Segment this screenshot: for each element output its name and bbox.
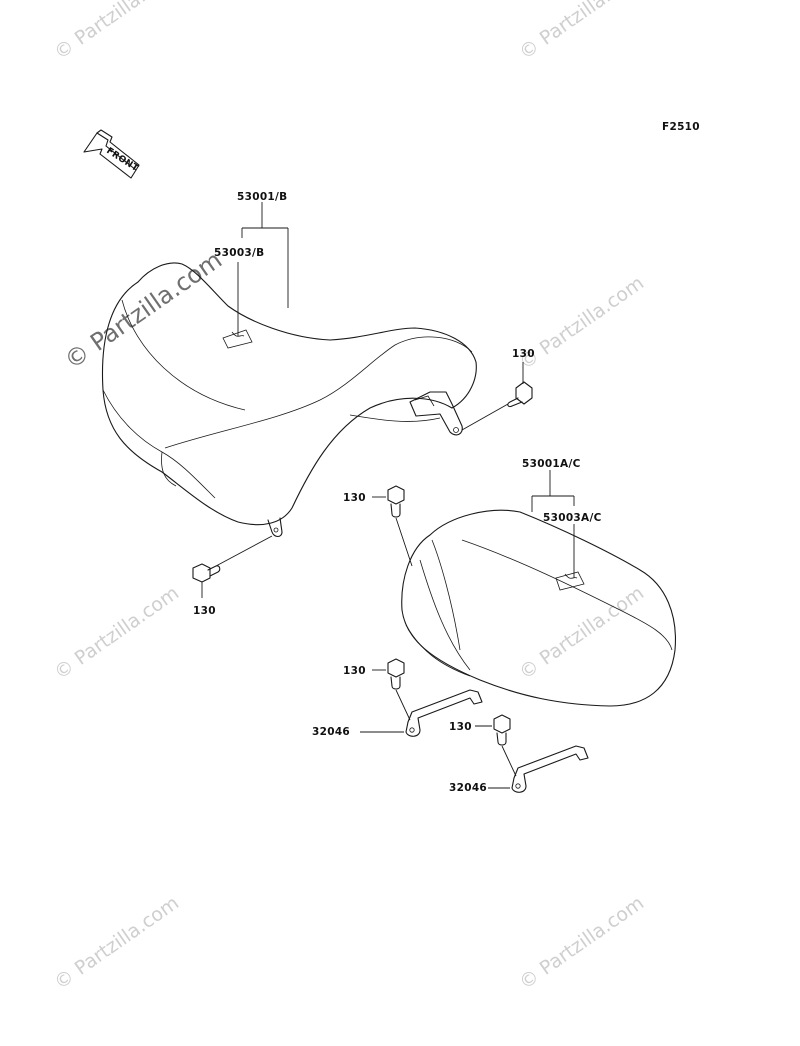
watermark: © Partzilla.com (515, 582, 648, 684)
label-130-left: 130 (193, 605, 216, 617)
bolt-icon (461, 362, 533, 431)
watermark: © Partzilla.com (515, 892, 648, 994)
seat-bracket (488, 745, 589, 793)
label-130-mid: 130 (343, 492, 366, 504)
watermark: © Partzilla.com (515, 272, 648, 374)
front-arrow-icon: FRONT (83, 129, 140, 179)
watermark: © Partzilla.com (50, 892, 183, 994)
front-label: FRONT (104, 146, 140, 174)
bolt-icon (372, 485, 413, 567)
watermark-prominent: © Partzilla.com (59, 246, 227, 375)
leader-seat-b (237, 202, 289, 336)
figure-code: F2510 (662, 121, 700, 133)
solo-seat (401, 509, 677, 707)
bolt-icon (192, 535, 273, 598)
label-53003-b: 53003/B (214, 247, 264, 259)
watermark: © Partzilla.com (50, 582, 183, 684)
label-130-lower: 130 (343, 665, 366, 677)
label-53001-b: 53001/B (237, 191, 287, 203)
label-32046-1: 32046 (312, 726, 350, 738)
seat-bracket (360, 689, 483, 737)
label-130-top: 130 (512, 348, 535, 360)
leader-seat-ac (531, 470, 575, 578)
bolt-icon (372, 658, 411, 721)
label-32046-2: 32046 (449, 782, 487, 794)
watermark: © Partzilla.com (515, 0, 648, 64)
bolt-icon (475, 714, 517, 777)
label-53003a-c: 53003A/C (543, 512, 602, 524)
label-130-bottom: 130 (449, 721, 472, 733)
watermark: © Partzilla.com (50, 0, 183, 64)
label-53001a-c: 53001A/C (522, 458, 581, 470)
